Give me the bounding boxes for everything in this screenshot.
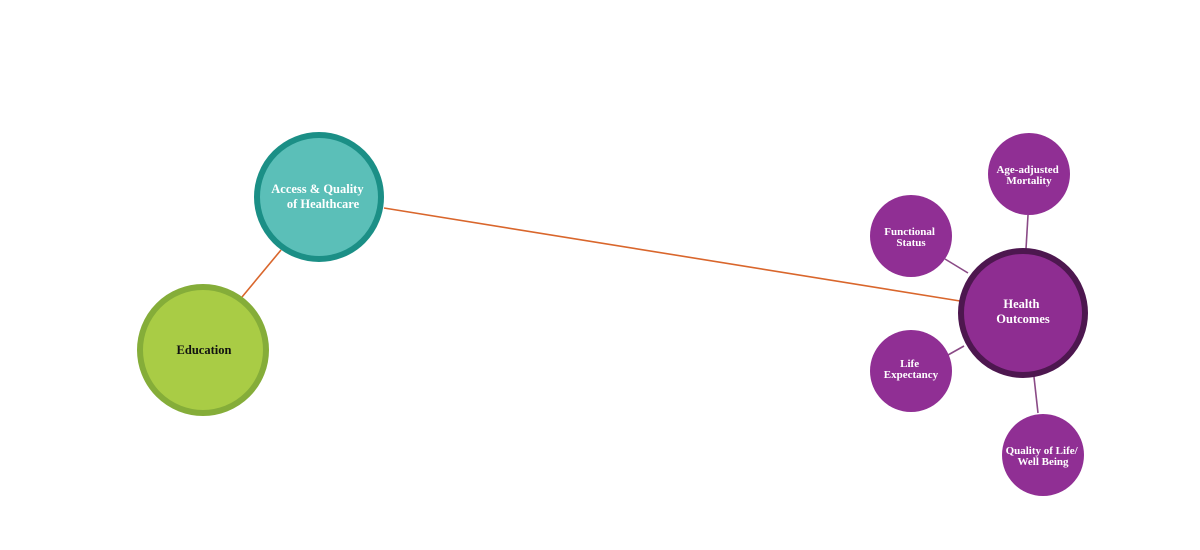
node-access-quality-healthcare-circle (254, 132, 384, 262)
edge-healthcare-health-outcomes (383, 207, 961, 302)
node-education[interactable]: Education (137, 284, 269, 416)
node-age-adjusted-mortality-label: Age-adjusted Mortality (996, 164, 1061, 187)
node-functional-status-label: Functional Status (884, 226, 937, 249)
node-access-quality-healthcare[interactable]: Access & Quality of Healthcare (254, 132, 384, 262)
node-age-adjusted-mortality-circle (988, 133, 1070, 215)
node-access-quality-healthcare-label: Access & Quality of Healthcare (271, 182, 366, 211)
node-health-outcomes[interactable]: Health Outcomes (958, 248, 1088, 378)
node-education-label: Education (177, 343, 232, 357)
edge-outcomes-age-adjusted-mortality (1025, 214, 1029, 250)
node-quality-of-life-circle (1002, 414, 1084, 496)
node-functional-status-circle (870, 195, 952, 277)
node-life-expectancy-circle (870, 330, 952, 412)
node-health-outcomes-circle (958, 248, 1088, 378)
node-life-expectancy[interactable]: Life Expectancy (870, 330, 952, 412)
node-health-outcomes-label: Health Outcomes (996, 297, 1050, 326)
edges (241, 207, 1039, 414)
edge-outcomes-quality-of-life (1033, 376, 1039, 414)
node-age-adjusted-mortality[interactable]: Age-adjusted Mortality (988, 133, 1070, 215)
edge-outcomes-functional-status (944, 258, 969, 274)
node-education-circle (137, 284, 269, 416)
node-quality-of-life-label: Quality of Life/ Well Being (1006, 445, 1081, 468)
node-life-expectancy-label: Life Expectancy (884, 358, 939, 381)
edge-education-healthcare (241, 249, 282, 298)
edge-outcomes-life-expectancy (947, 345, 965, 356)
node-functional-status[interactable]: Functional Status (870, 195, 952, 277)
node-quality-of-life[interactable]: Quality of Life/ Well Being (1002, 414, 1084, 496)
